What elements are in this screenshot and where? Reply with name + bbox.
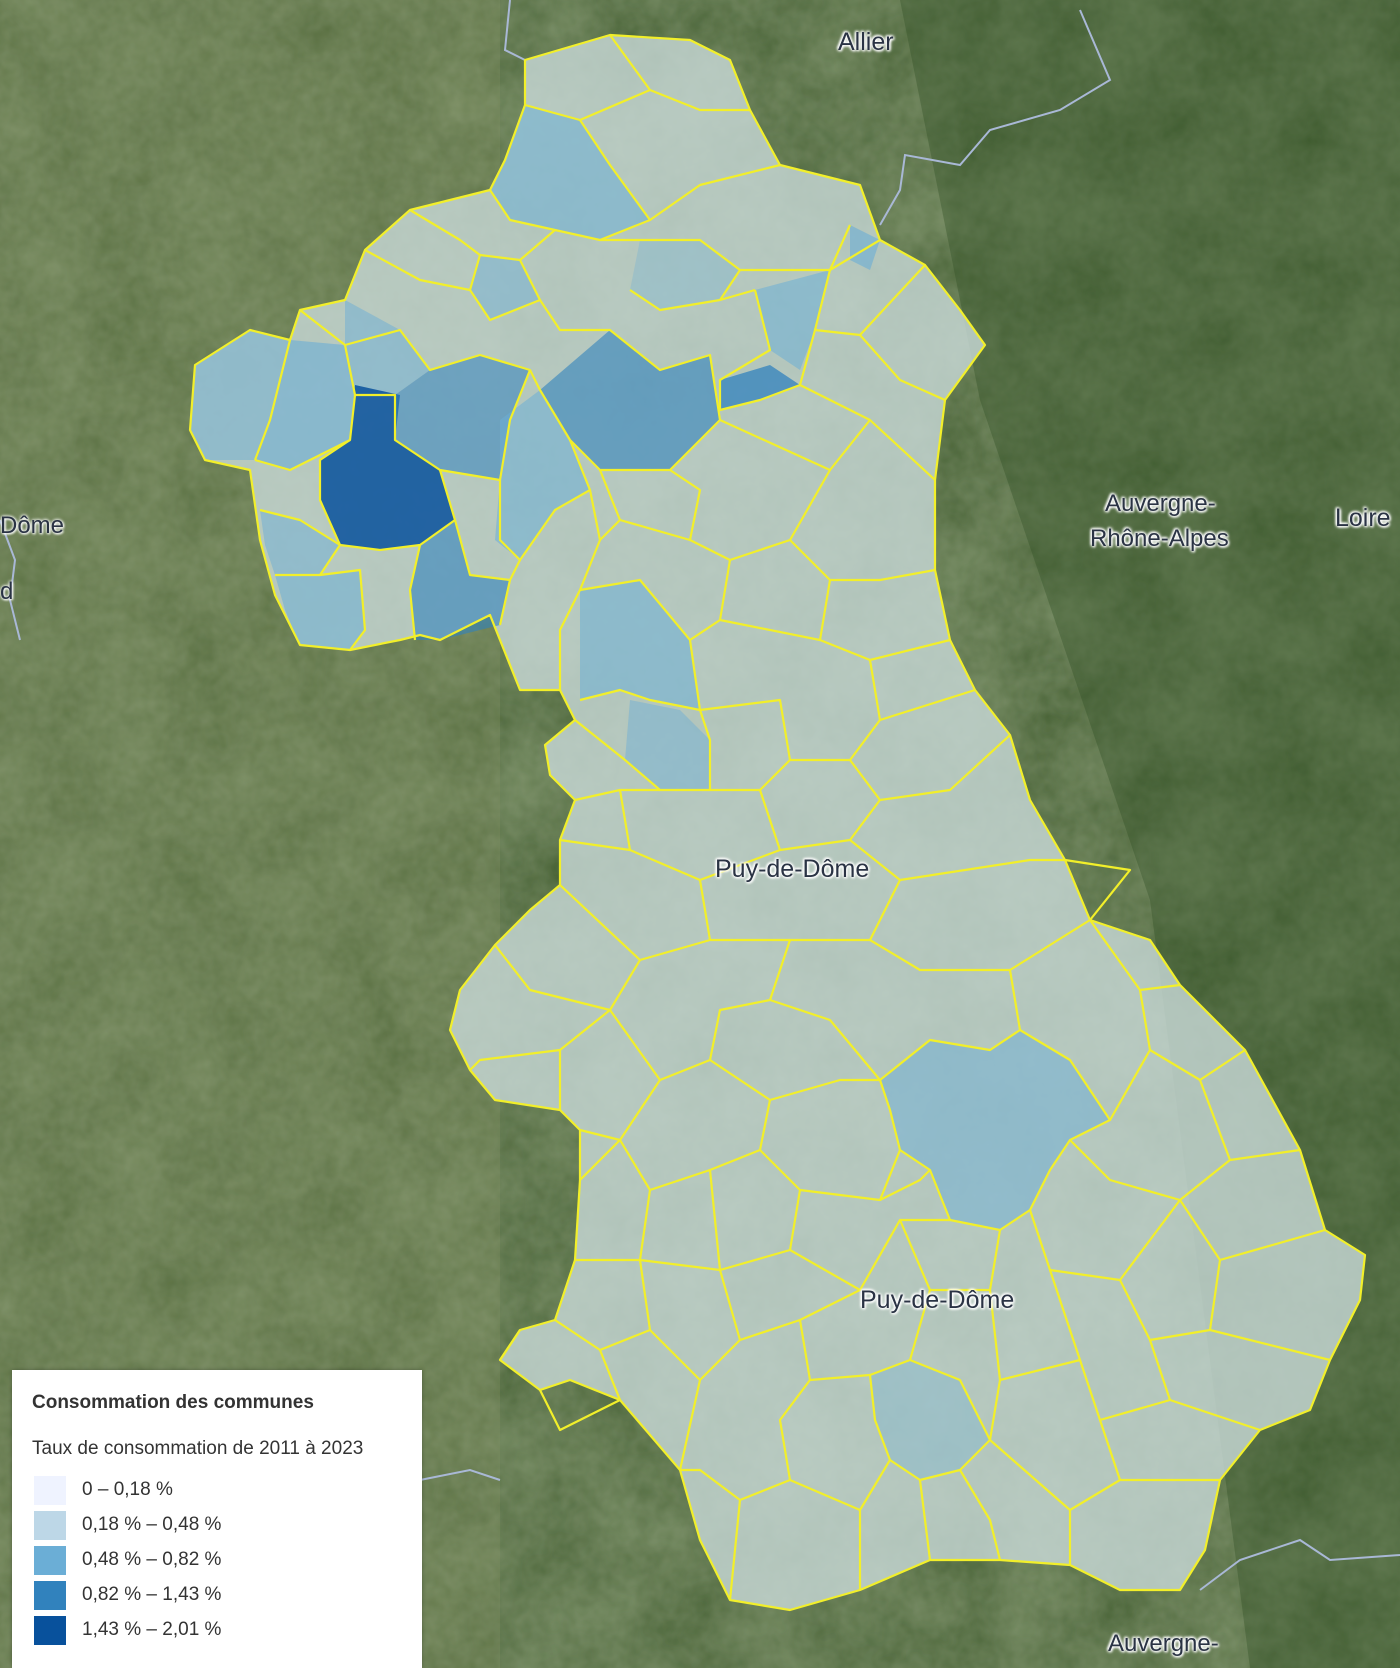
department-boundary-southwest	[419, 1468, 501, 1481]
legend-title: Consommation des communes	[32, 1392, 314, 1413]
commune-ne1	[490, 105, 650, 240]
legend-label: 0,18 % – 0,48 %	[82, 1514, 222, 1535]
commune-n5	[720, 365, 800, 410]
legend-label: 0 – 0,18 %	[82, 1479, 173, 1500]
legend-swatch	[34, 1615, 66, 1645]
commune-w7	[410, 520, 510, 640]
commune-w6	[275, 570, 365, 650]
commune-c4	[625, 700, 710, 790]
commune-s2	[630, 240, 740, 310]
label-dome-left-cut: Dôme	[0, 512, 65, 539]
commune-w2	[255, 340, 355, 470]
label-puy-de-dome-south: Puy-de-Dôme	[860, 1286, 1015, 1314]
label-loire: Loire	[1335, 504, 1391, 532]
department-boundary-west	[0, 519, 21, 641]
department-boundary-north	[503, 0, 1112, 226]
legend-item: 0,82 % – 1,43 %	[34, 1580, 221, 1610]
commune-w1	[190, 330, 290, 460]
commune-c1	[540, 330, 720, 470]
commune-s1	[870, 1360, 990, 1480]
legend-item: 0,48 % – 0,82 %	[34, 1545, 221, 1575]
legend-label: 0,82 % – 1,43 %	[82, 1584, 222, 1605]
legend-swatch	[34, 1580, 66, 1610]
department-boundary-southeast	[1199, 1538, 1400, 1591]
label-region-line2: Rhône-Alpes	[1090, 525, 1229, 552]
legend-swatch	[34, 1545, 66, 1575]
label-d-left-cut: d	[0, 578, 14, 605]
legend-item: 0,18 % – 0,48 %	[34, 1510, 221, 1540]
legend-label: 0,48 % – 0,82 %	[82, 1549, 222, 1570]
legend-panel: Consommation des communes Taux de consom…	[12, 1370, 422, 1668]
commune-w5	[260, 510, 340, 575]
commune-se-large	[880, 1030, 1110, 1230]
legend-item: 0 – 0,18 %	[34, 1475, 173, 1505]
label-puy-de-dome-center: Puy-de-Dôme	[715, 855, 870, 883]
commune-n4	[850, 225, 880, 270]
legend-subtitle: Taux de consommation de 2011 à 2023	[32, 1438, 364, 1459]
commune-w3	[345, 300, 430, 395]
commune-c3	[580, 580, 700, 710]
label-region-line1: Auvergne-	[1105, 490, 1216, 517]
legend-item: 1,43 % – 2,01 %	[34, 1615, 221, 1645]
commune-ne2	[470, 255, 540, 320]
label-region-bottom: Auvergne-	[1108, 1630, 1219, 1657]
commune-dark	[320, 385, 455, 550]
legend-swatch	[34, 1510, 66, 1540]
commune-borders	[188, 33, 1367, 1612]
commune-c2	[495, 390, 590, 560]
commune-n3	[755, 270, 830, 370]
legend-label: 1,43 % – 2,01 %	[82, 1619, 222, 1640]
commune-w4	[395, 355, 530, 480]
label-allier: Allier	[838, 28, 894, 56]
legend-swatch	[34, 1475, 66, 1505]
